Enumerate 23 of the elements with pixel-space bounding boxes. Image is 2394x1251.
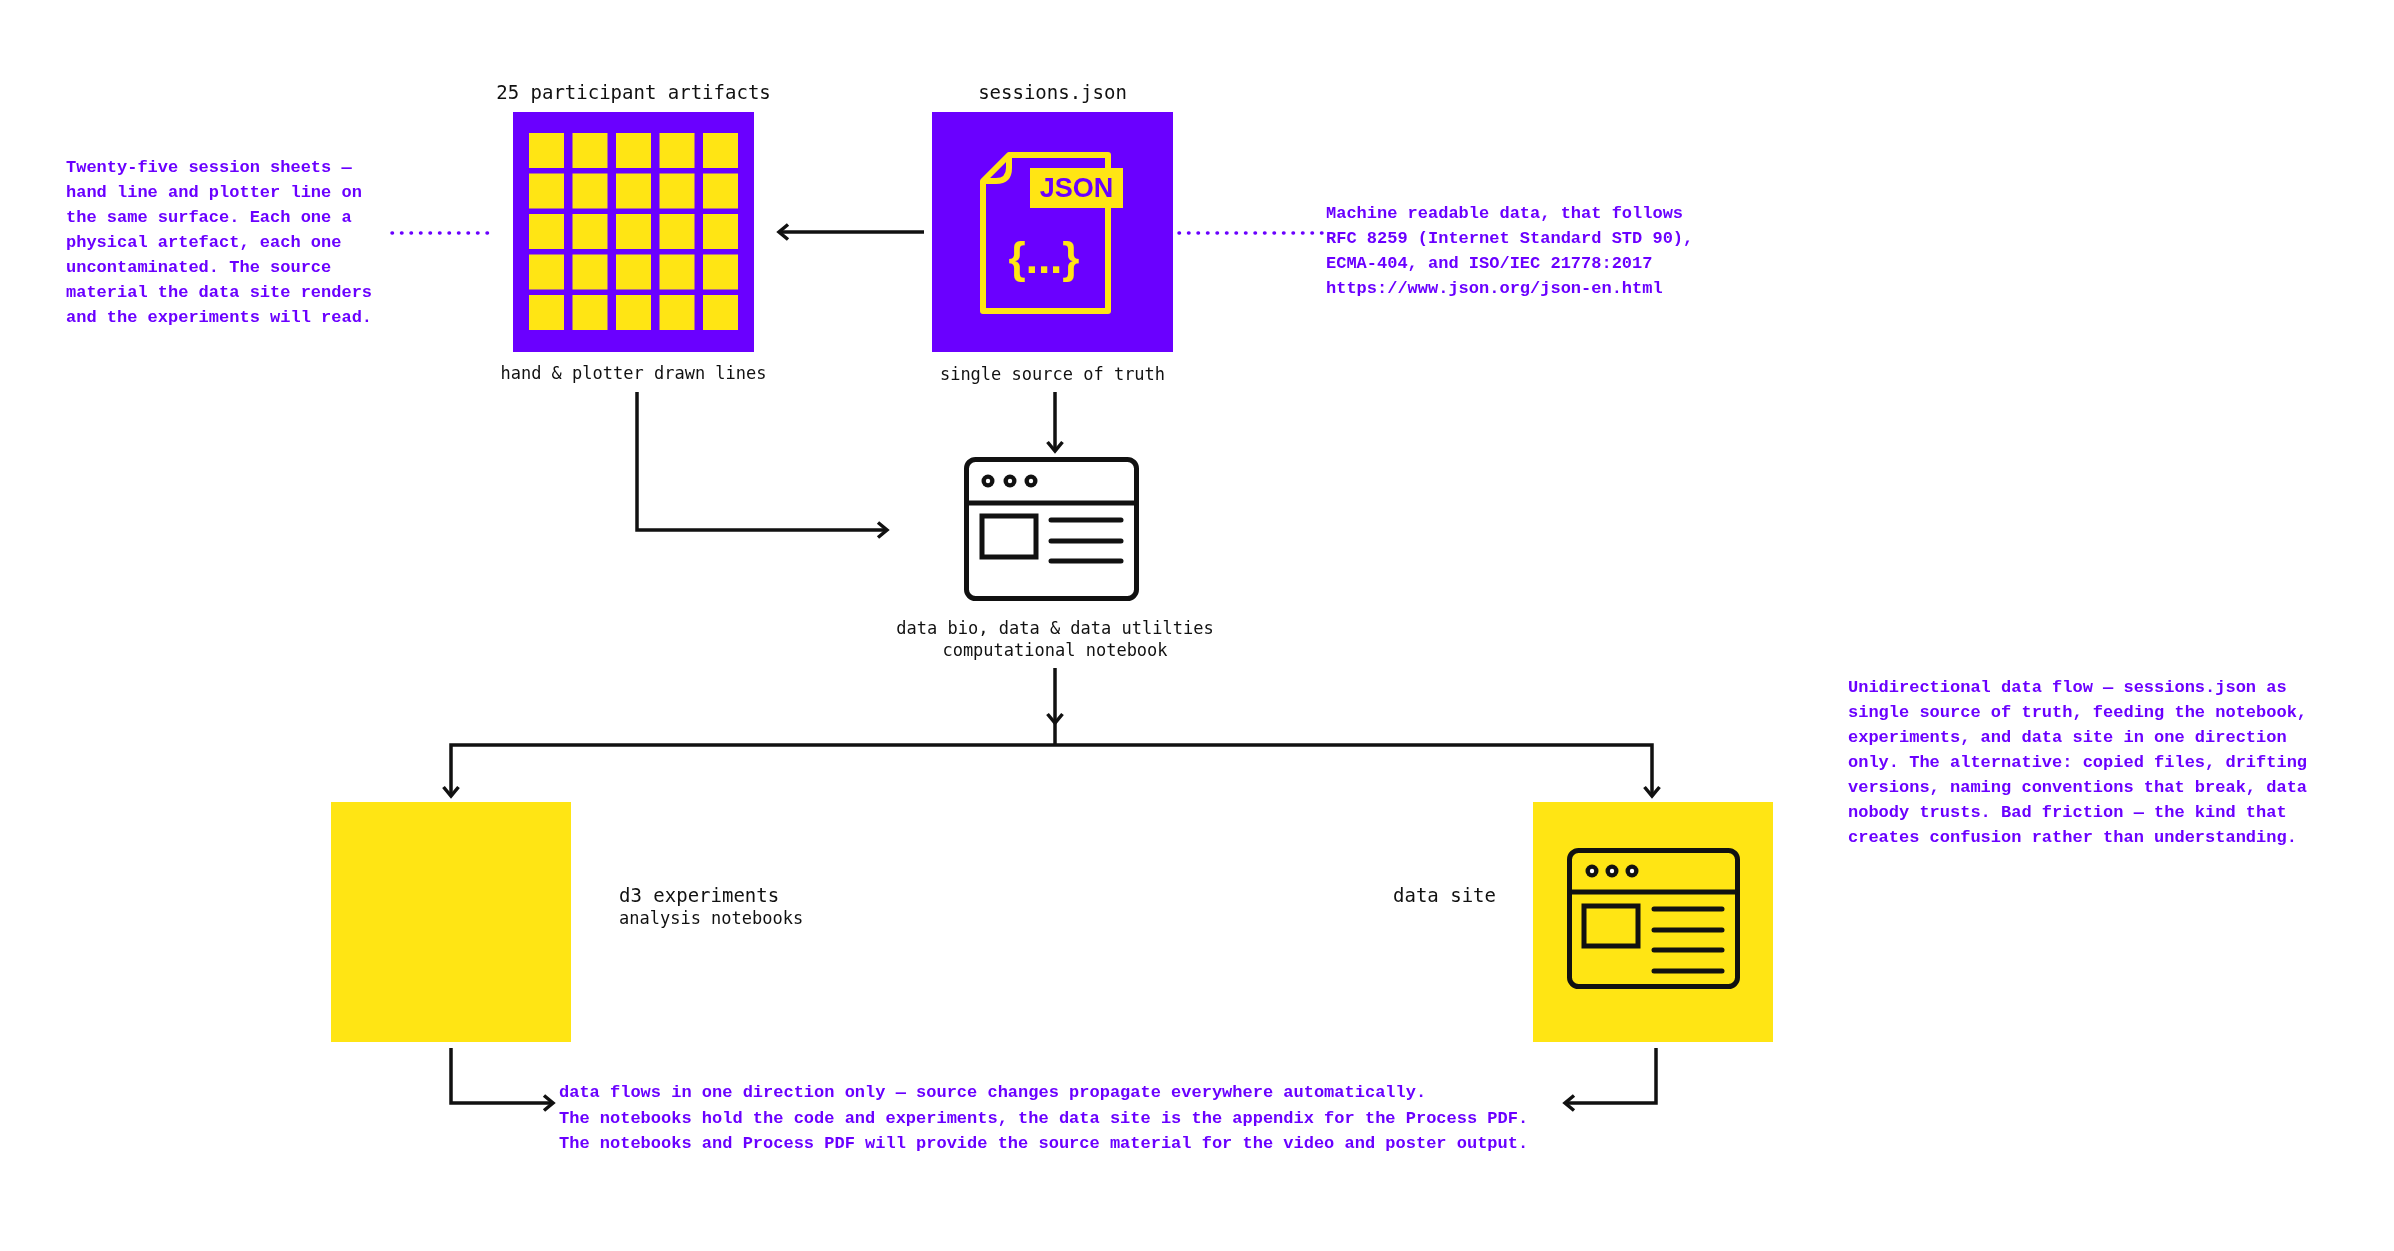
node-caption: hand & plotter drawn lines bbox=[499, 362, 768, 384]
note-text: Unidirectional data flow — sessions.json as single source of truth, feeding the notebook, experiments, and data site in one direction only. The alternative: copied files, drifting versions, naming conventions that break, data nobody trusts. Bad friction — the kind that creates confusion rather than understanding. bbox=[1848, 677, 2309, 849]
note-text: The notebooks hold the code and experiments, the data site is the appendix for the Process PDF. bbox=[559, 1107, 1530, 1130]
note-text: Twenty-five session sheets — hand line and plotter line on the same surface. Each one a physical artefact, each one uncontaminated. The source material the data site renders and the experiments will read. bbox=[66, 157, 374, 329]
note-text: data flows in one direction only — source changes propagate everywhere automatically. bbox=[559, 1082, 1428, 1104]
arrow bbox=[1563, 1048, 1658, 1113]
node-heading: sessions.json bbox=[977, 80, 1128, 104]
arrow bbox=[1045, 392, 1065, 453]
node-caption: single source of truth bbox=[938, 363, 1167, 385]
arrow bbox=[1055, 743, 1662, 798]
node-heading: data site bbox=[1392, 883, 1496, 907]
format-tag: JSON bbox=[1030, 168, 1123, 208]
dotted-line bbox=[1175, 231, 1324, 235]
braces-text: {...} bbox=[1007, 234, 1081, 282]
arrow bbox=[777, 222, 924, 242]
arrow bbox=[635, 392, 889, 540]
note-text: The notebooks and Process PDF will provide the source material for the video and poster output. bbox=[559, 1133, 1530, 1155]
node-caption: analysis notebooks bbox=[619, 907, 805, 929]
arrow bbox=[449, 1048, 555, 1113]
node-caption: data bio, data & data utlilties computational notebook bbox=[895, 617, 1215, 661]
note-text: Machine readable data, that follows RFC 8259 (Internet Standard STD 90), ECMA-404, and ISO/IEC 21778:2017 https://www.json.org/json-en.html bbox=[1326, 203, 1695, 300]
node-heading: 25 participant artifacts bbox=[496, 80, 771, 104]
node-heading: d3 experiments bbox=[619, 883, 781, 907]
